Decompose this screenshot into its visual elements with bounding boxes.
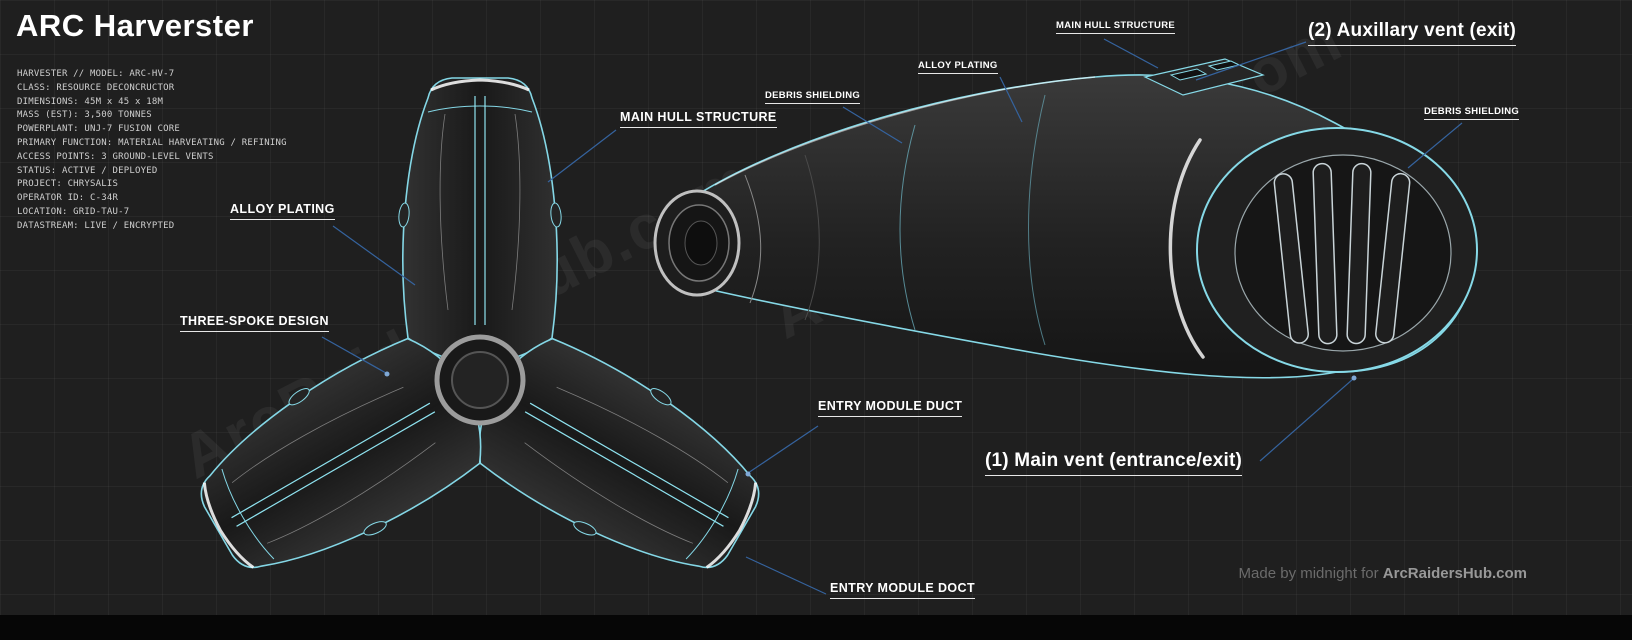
spec-line: HARVESTER // MODEL: ARC-HV-7 <box>17 69 175 79</box>
callout-entry-module-duct: ENTRY MODULE DUCT <box>818 399 963 417</box>
spec-line: CLASS: RESOURCE DECONCRUCTOR <box>17 82 175 93</box>
credit-site: ArcRaidersHub.com <box>1382 565 1527 582</box>
callout-alloy-plating-side: ALLOY PLATING <box>918 60 998 74</box>
credit-line: Made by midnight for ArcRaidersHub.com <box>1239 565 1527 582</box>
page-title: ARC Harverster <box>16 8 254 43</box>
spec-line: PROJECT: CHRYSALIS <box>17 179 119 190</box>
spec-line: DIMENSIONS: 45M x 45 x 18M <box>17 96 164 107</box>
credit-prefix: Made by midnight for <box>1238 565 1383 582</box>
callout-alloy-plating-top: ALLOY PLATING <box>230 202 335 220</box>
spec-line: DATASTREAM: LIVE / ENCRYPTED <box>17 220 175 231</box>
callout-main-vent: (1) Main vent (entrance/exit) <box>985 450 1243 476</box>
callout-three-spoke-design: THREE-SPOKE DESIGN <box>180 314 329 332</box>
spec-line: LOCATION: GRID-TAU-7 <box>17 206 130 217</box>
spec-list: HARVESTER // MODEL: ARC-HV-7 CLASS: RESO… <box>17 68 287 234</box>
spec-line: ACCESS POINTS: 3 GROUND-LEVEL VENTS <box>17 151 214 162</box>
spec-line: OPERATOR ID: C-34R <box>17 193 119 204</box>
spec-line: POWERPLANT: UNJ-7 FUSION CORE <box>17 124 180 135</box>
spec-line: STATUS: ACTIVE / DEPLOYED <box>17 165 158 176</box>
callout-main-hull-structure-side: MAIN HULL STRUCTURE <box>1056 20 1175 34</box>
callout-debris-shielding-left: DEBRIS SHIELDING <box>765 90 861 104</box>
callout-main-hull-structure-top: MAIN HULL STRUCTURE <box>620 110 777 128</box>
callout-auxillary-vent: (2) Auxillary vent (exit) <box>1308 20 1517 46</box>
callout-debris-shielding-right: DEBRIS SHIELDING <box>1424 106 1520 120</box>
callout-entry-module-doct: ENTRY MODULE DOCT <box>830 581 975 599</box>
bottom-bar <box>0 615 1632 640</box>
spec-line: PRIMARY FUNCTION: MATERIAL HARVEATING / … <box>17 137 287 148</box>
spec-line: MASS (EST): 3,500 TONNES <box>17 110 152 121</box>
